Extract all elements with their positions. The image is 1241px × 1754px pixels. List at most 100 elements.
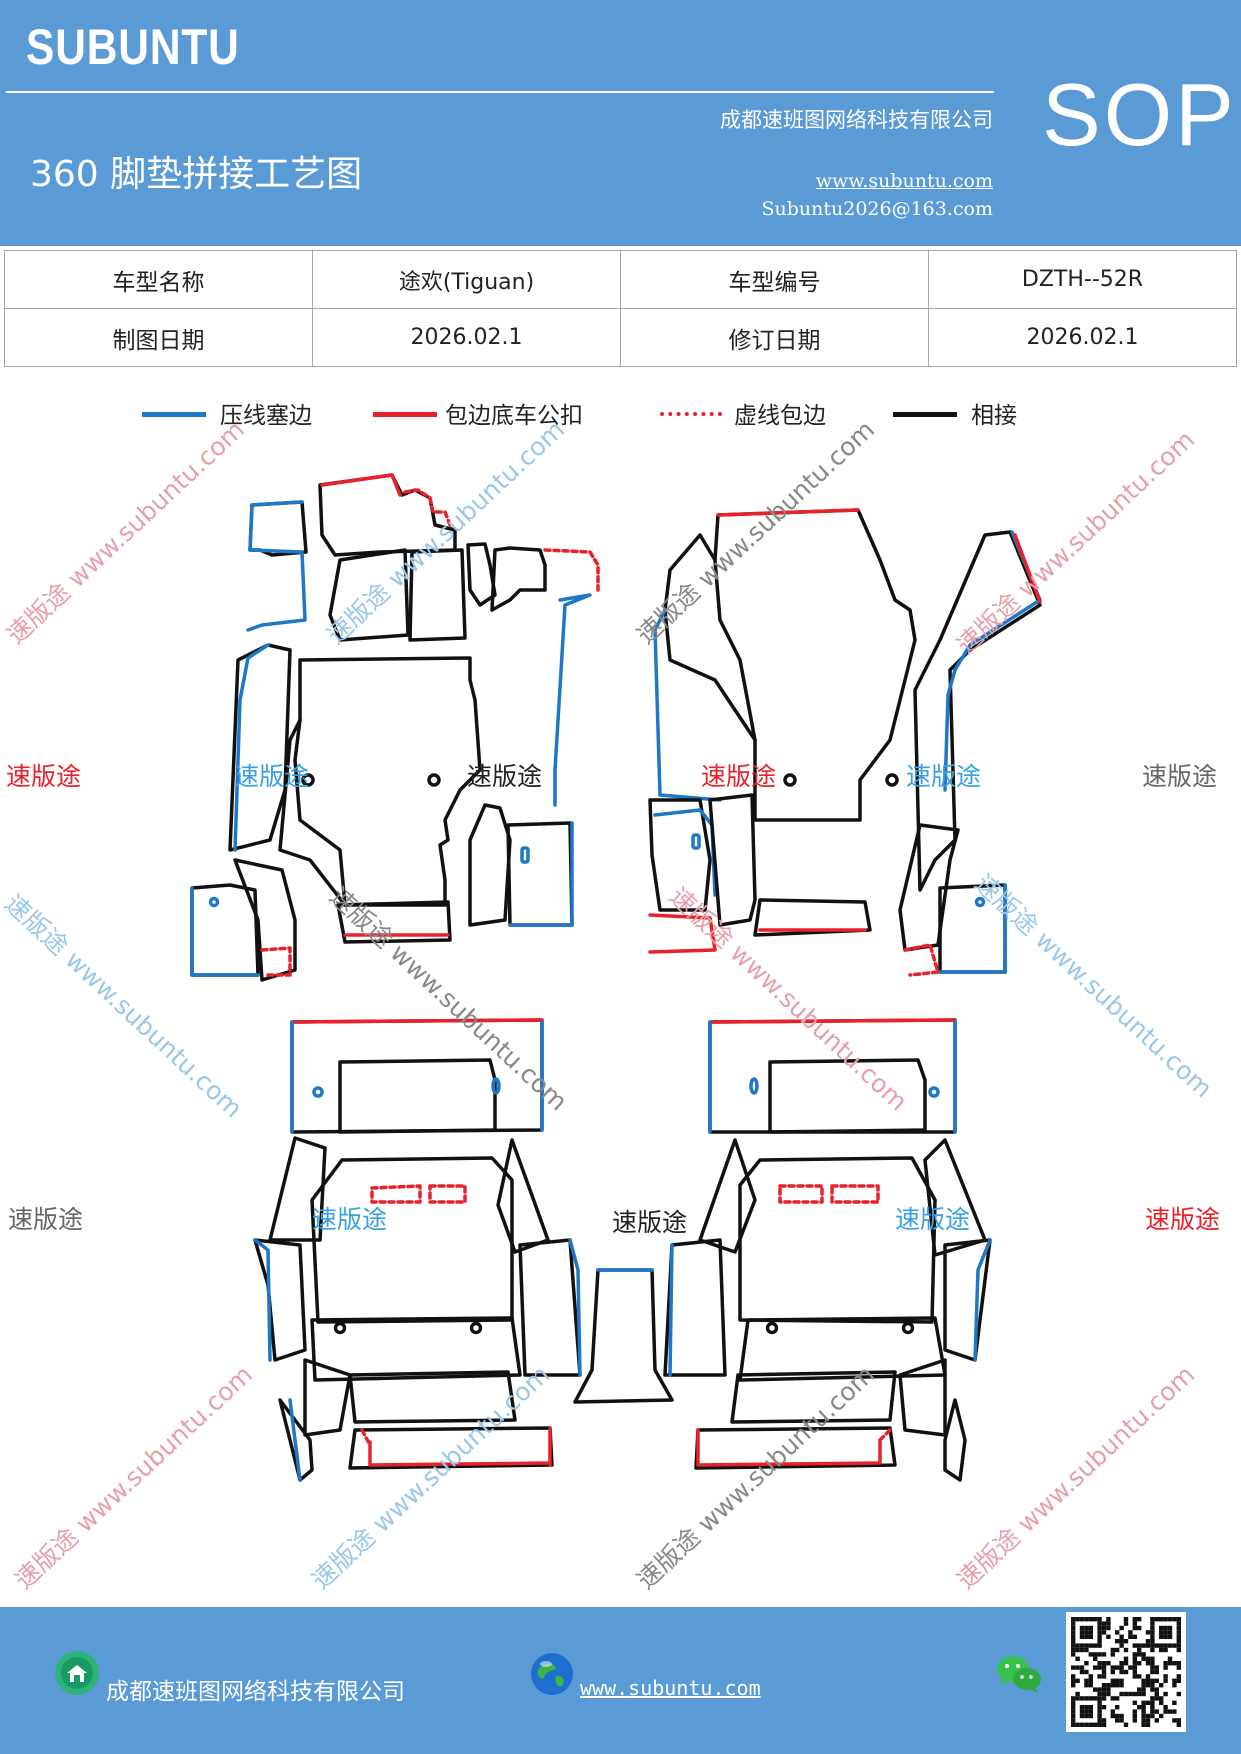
qr-module bbox=[1132, 1617, 1137, 1622]
qr-module bbox=[1115, 1665, 1120, 1670]
qr-module bbox=[1159, 1617, 1164, 1622]
qr-module bbox=[1154, 1687, 1159, 1692]
fastener-hole bbox=[427, 773, 441, 787]
watermark-text: 速版途 bbox=[6, 762, 82, 791]
qr-module bbox=[1163, 1665, 1168, 1670]
qr-module bbox=[1132, 1674, 1137, 1679]
qr-module bbox=[1145, 1713, 1151, 1719]
header-company: 成都速班图网络科技有限公司 bbox=[720, 108, 993, 132]
mat-piece bbox=[233, 858, 297, 982]
qr-module bbox=[1172, 1683, 1177, 1688]
qr-module bbox=[1097, 1722, 1102, 1727]
qr-module bbox=[1088, 1643, 1093, 1648]
mat-piece bbox=[730, 1370, 897, 1424]
qr-module bbox=[1088, 1625, 1093, 1631]
qr-module bbox=[1097, 1661, 1102, 1666]
footer-website-link[interactable]: www.subuntu.com bbox=[580, 1676, 761, 1700]
qr-module bbox=[1176, 1678, 1181, 1683]
qr-module bbox=[1123, 1617, 1129, 1622]
header-banner: SUBUNTU 360 脚垫拼接工艺图 成都速班图网络科技有限公司 www.su… bbox=[0, 0, 1241, 246]
qr-module bbox=[1145, 1630, 1151, 1635]
qr-module bbox=[1119, 1718, 1124, 1723]
qr-module bbox=[1123, 1639, 1129, 1644]
edge-blue bbox=[508, 821, 574, 927]
qr-module bbox=[1115, 1678, 1120, 1683]
qr-module bbox=[1141, 1656, 1146, 1661]
qr-module bbox=[1141, 1691, 1146, 1697]
header-website-link[interactable]: www.subuntu.com bbox=[815, 170, 993, 192]
mat-piece bbox=[573, 1268, 674, 1404]
legend-item-blue: 压线塞边 bbox=[142, 396, 342, 436]
qr-module bbox=[1128, 1630, 1133, 1635]
qr-module bbox=[1132, 1691, 1137, 1697]
qr-module bbox=[1097, 1639, 1102, 1644]
qr-module bbox=[1088, 1713, 1093, 1719]
edge-blue bbox=[938, 883, 1007, 974]
mat-piece bbox=[490, 546, 547, 612]
qr-module bbox=[1088, 1683, 1093, 1688]
qr-module bbox=[1071, 1652, 1076, 1657]
edge-blue bbox=[190, 886, 260, 977]
qr-module bbox=[1137, 1647, 1142, 1653]
fastener-hole bbox=[901, 1321, 915, 1335]
qr-module bbox=[1150, 1621, 1155, 1626]
mat-piece bbox=[466, 542, 497, 607]
qr-code[interactable] bbox=[1066, 1612, 1186, 1732]
watermark-text: 速版途 bbox=[701, 762, 777, 791]
qr-module bbox=[1172, 1643, 1177, 1648]
qr-module bbox=[1154, 1643, 1159, 1648]
qr-module bbox=[1101, 1696, 1107, 1701]
qr-module bbox=[1132, 1621, 1137, 1626]
fastener-hole bbox=[765, 1321, 779, 1335]
qr-module bbox=[1110, 1652, 1115, 1657]
edge-red bbox=[1013, 533, 1042, 604]
qr-module bbox=[1079, 1669, 1085, 1675]
qr-module bbox=[1163, 1647, 1168, 1653]
mat-piece bbox=[338, 1058, 497, 1134]
qr-module bbox=[1172, 1661, 1177, 1666]
mat-piece bbox=[663, 1238, 727, 1377]
qr-module bbox=[1150, 1625, 1155, 1631]
qr-module bbox=[1110, 1678, 1115, 1683]
qr-module bbox=[1075, 1656, 1080, 1661]
qr-module bbox=[1132, 1665, 1137, 1670]
header-email[interactable]: Subuntu2026@163.com bbox=[761, 198, 993, 220]
qr-module bbox=[1176, 1639, 1181, 1644]
qr-module bbox=[1071, 1696, 1076, 1701]
qr-module bbox=[1163, 1630, 1168, 1635]
qr-module bbox=[1167, 1709, 1173, 1714]
qr-module bbox=[1075, 1691, 1080, 1697]
qr-module bbox=[1150, 1630, 1155, 1635]
mat-piece bbox=[348, 1370, 517, 1424]
qr-module bbox=[1071, 1722, 1076, 1727]
qr-module bbox=[1079, 1647, 1085, 1653]
mat-piece bbox=[303, 1358, 352, 1437]
watermark-text: 速版途 bbox=[312, 1205, 388, 1234]
brand-logo: SUBUNTU bbox=[26, 19, 240, 75]
mat-piece bbox=[506, 821, 574, 927]
qr-module bbox=[1115, 1718, 1120, 1723]
qr-module bbox=[1101, 1661, 1107, 1666]
fastener-hole bbox=[333, 1321, 347, 1335]
qr-module bbox=[1159, 1713, 1164, 1719]
qr-module bbox=[1176, 1634, 1181, 1639]
mat-piece bbox=[278, 1398, 314, 1482]
qr-module bbox=[1075, 1647, 1080, 1653]
qr-module bbox=[1093, 1687, 1098, 1692]
wechat-icon[interactable] bbox=[995, 1652, 1043, 1696]
qr-module bbox=[1176, 1661, 1181, 1666]
edge-red-dashed bbox=[260, 946, 292, 977]
qr-module bbox=[1075, 1617, 1080, 1622]
qr-module bbox=[1132, 1634, 1137, 1639]
qr-module bbox=[1101, 1687, 1107, 1692]
edge-red-dashed bbox=[403, 488, 452, 527]
footer-company: 成都速班图网络科技有限公司 bbox=[106, 1679, 405, 1705]
qr-module bbox=[1084, 1705, 1089, 1710]
mat-piece bbox=[648, 798, 712, 912]
qr-module bbox=[1167, 1617, 1173, 1622]
qr-module bbox=[1097, 1652, 1102, 1657]
qr-module bbox=[1154, 1709, 1159, 1714]
legend-label: 压线塞边 bbox=[220, 403, 312, 429]
qr-module bbox=[1079, 1705, 1085, 1710]
qr-module bbox=[1071, 1718, 1076, 1723]
